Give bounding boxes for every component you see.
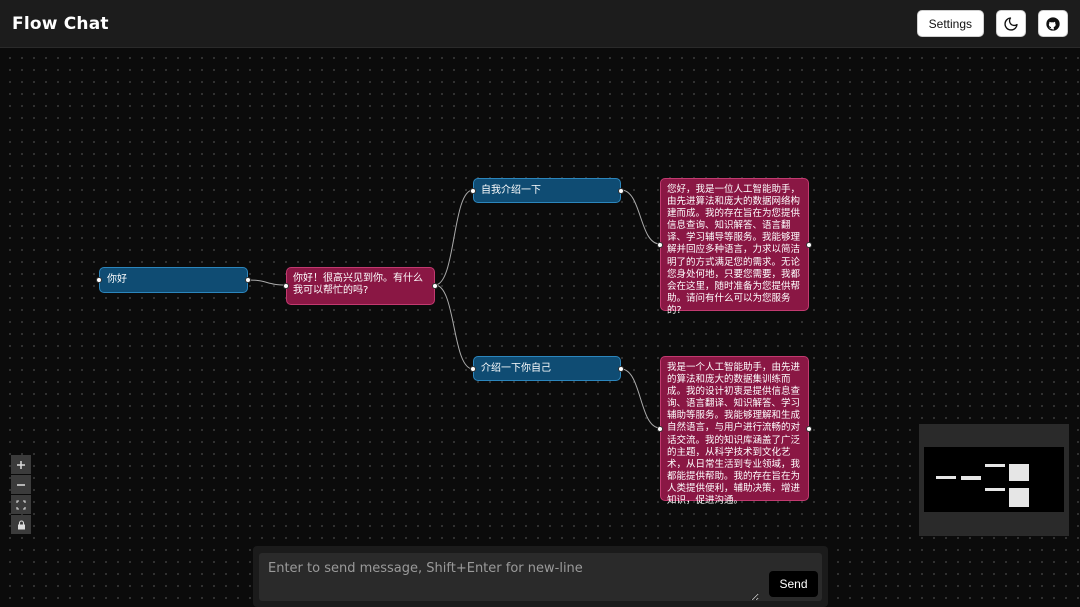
- assistant-message-node[interactable]: 你好！很高兴见到你。有什么我可以帮忙的吗?: [283, 267, 438, 305]
- minimap[interactable]: [919, 424, 1069, 536]
- theme-toggle-button[interactable]: [996, 10, 1026, 37]
- node-input-handle[interactable]: [96, 277, 102, 283]
- node-text: 你好！很高兴见到你。有什么我可以帮忙的吗?: [293, 273, 423, 296]
- lock-button[interactable]: [11, 515, 31, 534]
- node-input-handle[interactable]: [657, 241, 663, 248]
- node-output-handle[interactable]: [245, 277, 251, 283]
- minimap-node: [1009, 488, 1029, 507]
- node-input-handle[interactable]: [470, 365, 476, 372]
- minimap-node: [961, 476, 981, 480]
- node-text: 自我介绍一下: [481, 184, 541, 196]
- fit-view-icon: [16, 499, 26, 510]
- message-input[interactable]: [259, 553, 759, 601]
- user-message-node[interactable]: 你好: [96, 267, 251, 293]
- node-output-handle[interactable]: [618, 365, 624, 372]
- app-header: Flow Chat Settings: [0, 0, 1080, 48]
- node-output-handle[interactable]: [432, 283, 438, 289]
- assistant-message-node[interactable]: 我是一个人工智能助手，由先进的算法和庞大的数据集训练而成。我的设计初衷是提供信息…: [657, 356, 812, 506]
- node-output-handle[interactable]: [618, 187, 624, 194]
- minimap-node: [936, 476, 956, 479]
- canvas-controls: [11, 455, 31, 534]
- node-input-handle[interactable]: [470, 187, 476, 194]
- node-input-handle[interactable]: [283, 283, 289, 289]
- zoom-out-button[interactable]: [11, 475, 31, 494]
- assistant-message-node[interactable]: 您好，我是一位人工智能助手，由先进算法和庞大的数据网络构建而成。我的存在旨在为您…: [657, 178, 812, 316]
- user-message-node[interactable]: 介绍一下你自己: [470, 356, 624, 381]
- minimap-node: [985, 488, 1005, 491]
- composer-box: Send: [259, 553, 822, 601]
- settings-button[interactable]: Settings: [916, 10, 984, 37]
- node-output-handle[interactable]: [806, 241, 812, 248]
- moon-icon: [1004, 16, 1018, 31]
- send-button[interactable]: Send: [769, 571, 818, 597]
- message-composer: Send: [253, 546, 828, 607]
- plus-icon: [17, 460, 25, 469]
- node-output-handle[interactable]: [806, 425, 812, 432]
- node-text: 我是一个人工智能助手，由先进的算法和庞大的数据集训练而成。我的设计初衷是提供信息…: [667, 362, 801, 507]
- header-actions: Settings: [916, 10, 1068, 37]
- node-text: 介绍一下你自己: [481, 362, 551, 374]
- fit-view-button[interactable]: [11, 495, 31, 514]
- github-icon: [1046, 16, 1060, 31]
- lock-icon: [17, 519, 25, 529]
- node-text: 您好，我是一位人工智能助手，由先进算法和庞大的数据网络构建而成。我的存在旨在为您…: [667, 184, 801, 316]
- minimap-viewport[interactable]: [924, 447, 1064, 512]
- minimap-node: [1009, 464, 1029, 481]
- node-text: 你好: [107, 274, 127, 285]
- flow-canvas[interactable]: [0, 48, 1080, 607]
- minus-icon: [17, 483, 25, 486]
- node-input-handle[interactable]: [657, 425, 663, 432]
- zoom-in-button[interactable]: [11, 455, 31, 474]
- minimap-node: [985, 464, 1005, 467]
- github-button[interactable]: [1038, 10, 1068, 37]
- app-title: Flow Chat: [12, 13, 109, 34]
- user-message-node[interactable]: 自我介绍一下: [470, 178, 624, 203]
